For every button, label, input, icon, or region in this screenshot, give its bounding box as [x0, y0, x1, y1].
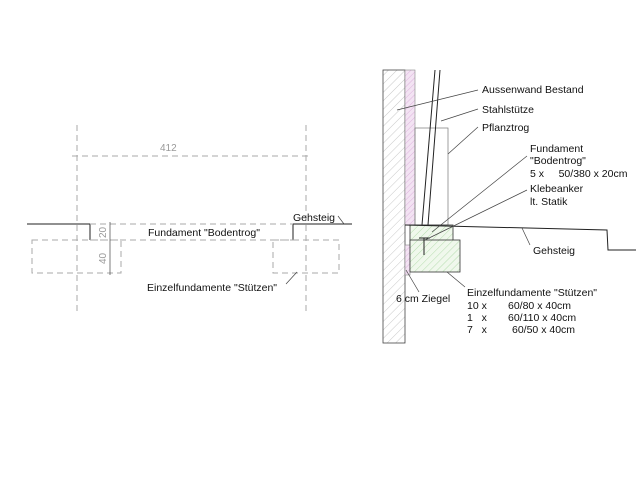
label-anchor-2: lt. Statik: [530, 196, 568, 208]
dimension-bottom: 40: [98, 252, 109, 264]
label-foundation-1: Fundament: [530, 143, 583, 155]
right-section: Aussenwand Bestand Stahlstütze Pflanztro…: [382, 69, 636, 344]
label-footings-right: Einzelfundamente "Stützen": [467, 287, 597, 299]
single-footing: [409, 239, 461, 273]
label-foundation-3: 5 x 50/380 x 20cm: [530, 168, 628, 180]
label-planter: Pflanztrog: [482, 122, 529, 134]
footing-left: [31, 239, 122, 274]
leader: [447, 126, 479, 155]
label-column: Stahlstütze: [482, 104, 534, 116]
steel-column: [421, 69, 436, 226]
label-foundation-2: "Bodentrog": [530, 155, 586, 167]
leader: [285, 271, 298, 285]
footing-size: 60/110 x 40cm: [508, 312, 576, 324]
brick-layer: [404, 244, 411, 276]
leader: [424, 189, 528, 241]
label-sidewalk: Gehsteig: [293, 212, 335, 224]
ground-line-right: [292, 223, 352, 240]
footing-qty: 1 x: [467, 312, 488, 324]
footing-size: 60/80 x 40cm: [508, 300, 571, 312]
label-footings: Einzelfundamente "Stützen": [147, 282, 277, 294]
leader: [337, 215, 345, 225]
leader: [431, 155, 528, 233]
dimension-width: 412: [160, 143, 177, 154]
steel-column-edge: [427, 69, 441, 226]
label-trough: Fundament "Bodentrog": [148, 227, 260, 239]
label-anchor-1: Klebeanker: [530, 183, 584, 195]
footing-qty: 10 x: [467, 300, 488, 312]
sidewalk-line: [404, 224, 636, 251]
label-sidewalk-right: Gehsteig: [533, 245, 575, 257]
leader: [446, 271, 466, 288]
label-brick: 6 cm Ziegel: [396, 293, 450, 305]
left-section: 412 20 40 Fundament "Bodentrog" Gehsteig…: [27, 125, 352, 315]
footing-qty: 7 x: [467, 324, 488, 336]
ground-line-left: [27, 223, 91, 240]
label-wall: Aussenwand Bestand: [482, 84, 584, 96]
insulation-layer: [404, 69, 416, 226]
leader: [521, 227, 531, 246]
leader: [405, 269, 420, 293]
dimension-top: 20: [98, 226, 109, 238]
leader: [440, 108, 479, 122]
footing-right: [272, 239, 340, 274]
leader: [396, 89, 479, 111]
footing-size: 60/50 x 40cm: [512, 324, 575, 336]
